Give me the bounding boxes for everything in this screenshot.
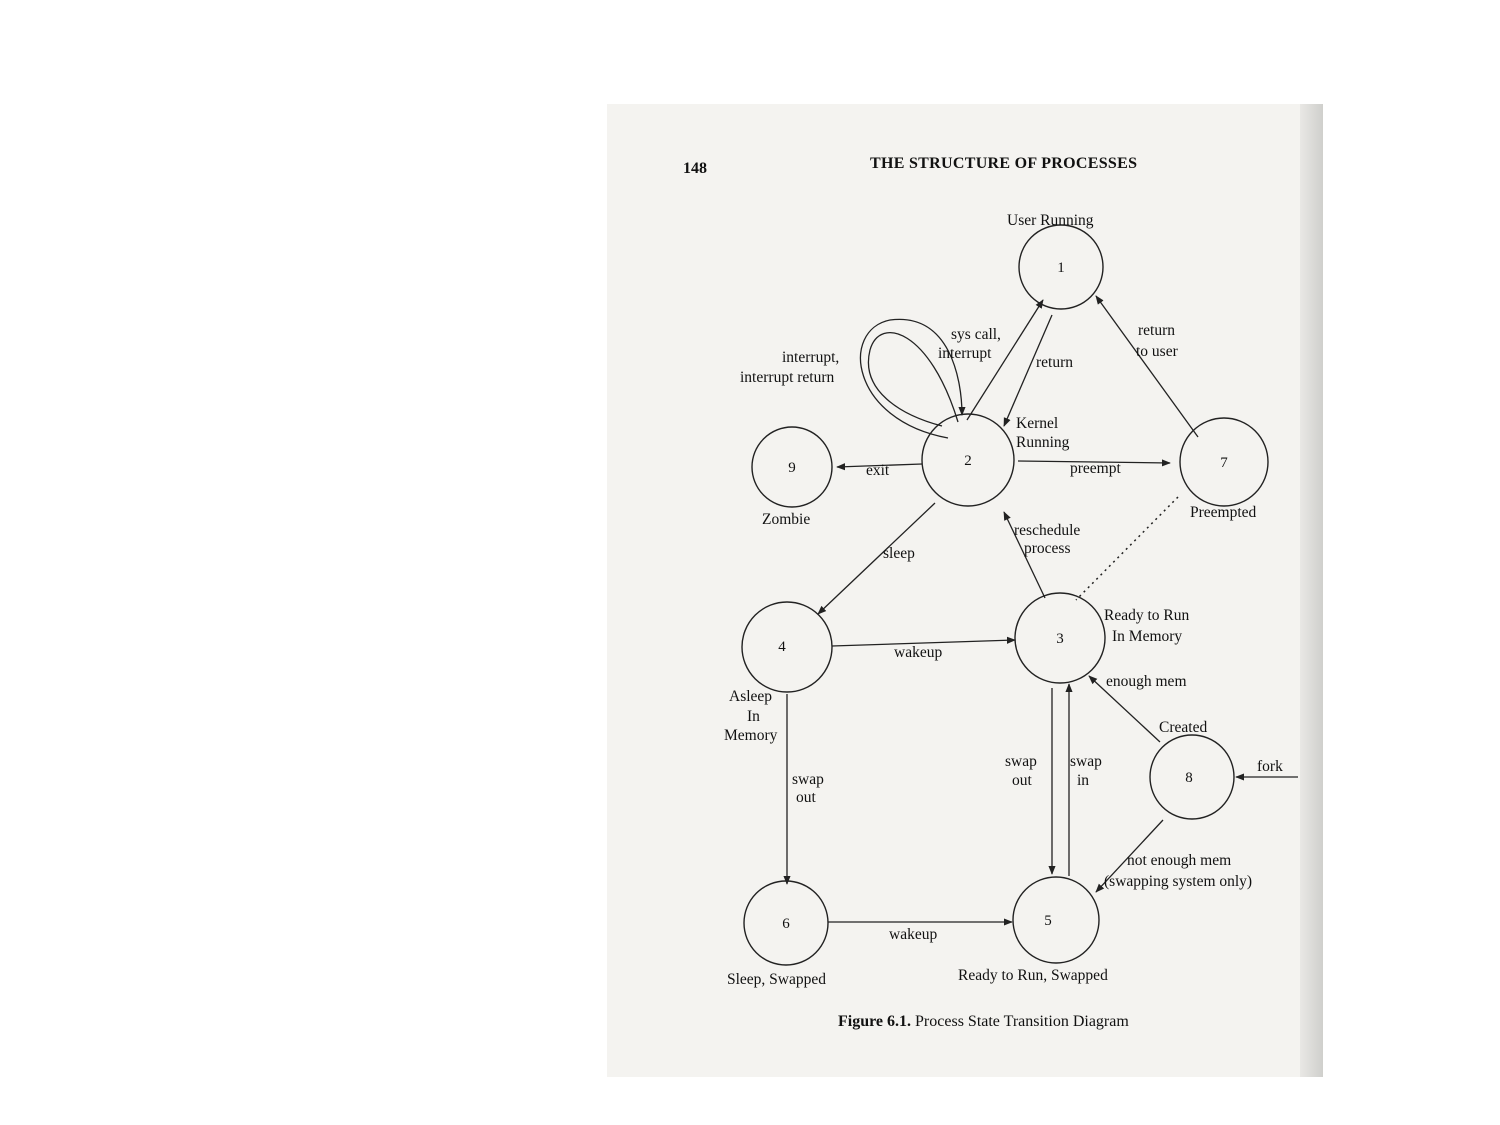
label-return-to-user-1: return — [1138, 322, 1175, 339]
state-node-5 — [1012, 876, 1100, 964]
state-node-6 — [743, 880, 829, 966]
edge-8-to-3 — [1088, 675, 1161, 743]
label-sleep-swapped: Sleep, Swapped — [727, 971, 826, 988]
edge-loop-2-outer — [867, 332, 959, 427]
figure-caption: Figure 6.1. Process State Transition Dia… — [838, 1013, 1129, 1031]
label-sys-call-1: sys call, — [951, 326, 1001, 343]
label-zombie: Zombie — [762, 511, 810, 528]
state-node-9 — [751, 426, 833, 508]
label-interrupt-1: interrupt, — [782, 349, 839, 366]
state-number-6: 6 — [782, 916, 790, 932]
label-user-running: User Running — [1007, 212, 1094, 229]
edge-loop-2-interrupt — [859, 318, 966, 439]
label-created: Created — [1159, 719, 1207, 736]
figure-number: Figure 6.1. — [838, 1013, 912, 1030]
state-number-1: 1 — [1057, 260, 1065, 276]
label-sys-call-2: interrupt — [938, 345, 992, 362]
edge-7-to-3-dashed — [1075, 496, 1179, 601]
state-number-7: 7 — [1220, 455, 1228, 471]
state-node-4 — [741, 601, 833, 693]
label-enough-mem: enough mem — [1106, 673, 1187, 690]
label-asleep-3: Memory — [724, 727, 778, 744]
label-swap-in-b: in — [1077, 772, 1089, 789]
state-number-8: 8 — [1185, 770, 1193, 786]
transition-edges — [783, 295, 1298, 926]
edge-2-to-9 — [836, 463, 923, 471]
edge-1-to-2 — [1003, 314, 1053, 427]
label-preempt: preempt — [1070, 460, 1121, 477]
state-number-4: 4 — [778, 639, 786, 655]
label-not-enough-1: not enough mem — [1127, 852, 1231, 869]
label-reschedule-2: process — [1024, 540, 1071, 557]
label-wakeup-swapped: wakeup — [889, 926, 937, 943]
label-interrupt-2: interrupt return — [740, 369, 835, 386]
state-node-8 — [1149, 734, 1235, 820]
page-edge-shadow — [1300, 104, 1323, 1077]
state-node-2 — [921, 413, 1015, 507]
label-swap-out2-a: swap — [1005, 753, 1037, 770]
edge-2-to-1 — [966, 299, 1044, 421]
label-reschedule-1: reschedule — [1014, 522, 1080, 539]
running-header-title: THE STRUCTURE OF PROCESSES — [870, 155, 1138, 172]
state-nodes — [741, 224, 1269, 966]
label-swap-out-b: out — [796, 789, 817, 806]
transition-labels: sys call, interrupt return return to use… — [740, 322, 1283, 943]
edge-4-to-3 — [831, 636, 1016, 647]
state-number-3: 3 — [1056, 631, 1064, 647]
label-ready-mem-1: Ready to Run — [1104, 607, 1189, 624]
label-fork: fork — [1257, 758, 1283, 775]
label-swap-out2-b: out — [1012, 772, 1033, 789]
edge-2-to-4 — [817, 502, 936, 615]
state-number-5: 5 — [1044, 913, 1052, 929]
label-kernel-1: Kernel — [1016, 415, 1058, 432]
figure-title: Process State Transition Diagram — [915, 1013, 1129, 1030]
state-node-1 — [1018, 224, 1104, 310]
state-node-7 — [1179, 417, 1269, 507]
label-ready-swapped: Ready to Run, Swapped — [958, 967, 1108, 984]
edge-2-to-7 — [1017, 459, 1171, 467]
label-swap-out-a: swap — [792, 771, 824, 788]
state-numbers: 1 2 9 7 3 4 8 6 5 — [778, 260, 1228, 932]
label-asleep-1: Asleep — [729, 688, 772, 705]
label-sleep: sleep — [883, 545, 915, 562]
label-kernel-2: Running — [1016, 434, 1070, 451]
label-preempted: Preempted — [1190, 504, 1257, 521]
label-asleep-2: In — [747, 708, 760, 725]
state-number-9: 9 — [788, 460, 796, 476]
edge-3-to-2 — [1003, 511, 1046, 599]
state-labels: User Running Kernel Running Zombie Preem… — [724, 212, 1257, 988]
label-wakeup-mem: wakeup — [894, 644, 942, 661]
label-exit: exit — [866, 462, 890, 479]
label-not-enough-2: (swapping system only) — [1104, 873, 1252, 890]
state-node-3 — [1014, 592, 1106, 684]
state-number-2: 2 — [964, 453, 972, 469]
book-page — [607, 104, 1323, 1077]
label-return-to-user-2: to user — [1136, 343, 1179, 360]
label-swap-in-a: swap — [1070, 753, 1102, 770]
label-ready-mem-2: In Memory — [1112, 628, 1182, 645]
label-return: return — [1036, 354, 1073, 371]
edge-7-to-1 — [1095, 295, 1199, 438]
page-number: 148 — [683, 160, 707, 177]
edge-8-to-5 — [1095, 819, 1164, 893]
